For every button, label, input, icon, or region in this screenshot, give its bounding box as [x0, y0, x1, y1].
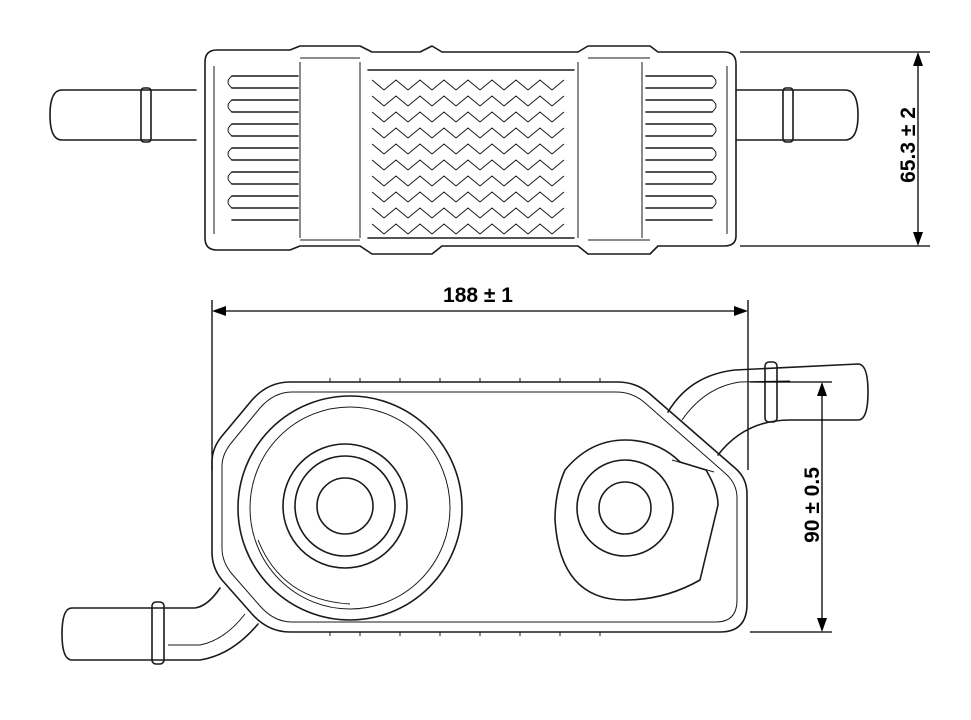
side-left-fins — [227, 75, 299, 221]
side-right-fins — [645, 75, 717, 221]
width-dimension-label: 90 ± 0.5 — [801, 467, 824, 543]
side-left-pipe — [49, 87, 197, 143]
side-housing-outline — [204, 45, 737, 255]
cooler-body-outline — [211, 381, 748, 633]
large-port — [237, 395, 463, 621]
length-dimension: 188 ± 1 — [211, 284, 749, 470]
top-view: 188 ± 1 — [61, 284, 869, 665]
length-dimension-label: 188 ± 1 — [443, 284, 513, 307]
inlet-pipe — [61, 587, 259, 665]
width-dimension: 90 ± 0.5 — [750, 381, 832, 633]
side-center-fins — [367, 69, 575, 239]
side-view: 65.3 ± 2 — [49, 45, 930, 255]
height-dimension-label: 65.3 ± 2 — [897, 107, 920, 183]
small-port — [554, 439, 719, 601]
height-dimension: 65.3 ± 2 — [740, 51, 930, 247]
outlet-pipe — [667, 361, 869, 456]
side-right-pipe — [735, 87, 859, 143]
